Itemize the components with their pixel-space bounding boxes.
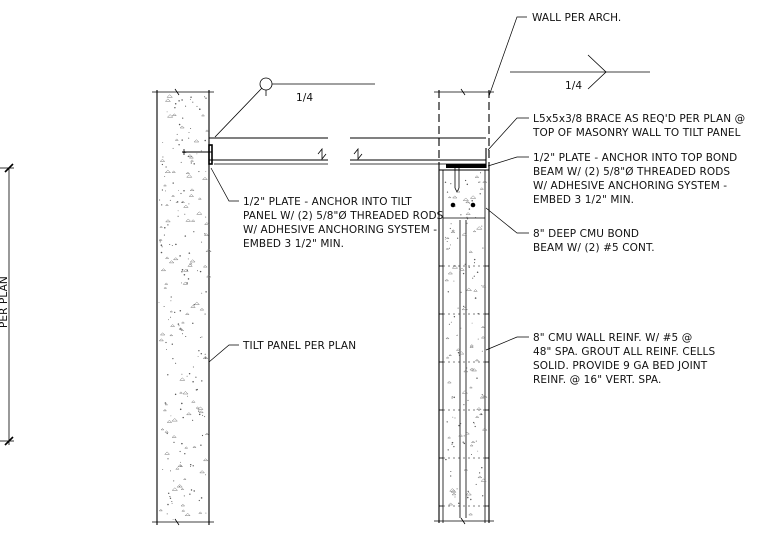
top-plate xyxy=(446,164,486,168)
grout-stipple xyxy=(444,172,488,516)
svg-text:EMBED 3 1/2" MIN.: EMBED 3 1/2" MIN. xyxy=(533,194,634,206)
slope-right-label: 1/4 xyxy=(565,80,582,92)
svg-text:L5x5x3/8 BRACE AS REQ'D PER PL: L5x5x3/8 BRACE AS REQ'D PER PLAN @ xyxy=(533,113,745,125)
tilt-panel xyxy=(152,88,214,526)
height-dimension: PER PLAN xyxy=(0,163,14,446)
note-cmu-wall: 8" CMU WALL REINF. W/ #5 @ 48" SPA. GROU… xyxy=(485,332,715,386)
per-plan-label: PER PLAN xyxy=(0,276,10,328)
note-brace: L5x5x3/8 BRACE AS REQ'D PER PLAN @ TOP O… xyxy=(487,113,745,151)
note-tilt-panel: TILT PANEL PER PLAN xyxy=(208,340,356,363)
svg-text:1/2" PLATE - ANCHOR INTO TILT: 1/2" PLATE - ANCHOR INTO TILT xyxy=(243,196,412,208)
cmu-bed-joints xyxy=(439,265,489,507)
svg-text:EMBED 3 1/2" MIN.: EMBED 3 1/2" MIN. xyxy=(243,238,344,250)
svg-text:8" CMU WALL REINF. W/ #5 @: 8" CMU WALL REINF. W/ #5 @ xyxy=(533,332,692,344)
note-plate-tilt: 1/2" PLATE - ANCHOR INTO TILT PANEL W/ (… xyxy=(210,167,444,250)
svg-text:1/2" PLATE - ANCHOR INTO TOP B: 1/2" PLATE - ANCHOR INTO TOP BOND xyxy=(533,152,737,164)
svg-text:PANEL W/ (2) 5/8"Ø THREADED RO: PANEL W/ (2) 5/8"Ø THREADED RODS xyxy=(243,210,444,222)
bond-beam-bar xyxy=(470,202,476,208)
svg-text:BEAM W/ (2) 5/8"Ø THREADED ROD: BEAM W/ (2) 5/8"Ø THREADED RODS xyxy=(533,166,730,178)
svg-text:W/ ADHESIVE ANCHORING SYSTEM -: W/ ADHESIVE ANCHORING SYSTEM - xyxy=(243,224,437,236)
note-bond-beam: 8" DEEP CMU BOND BEAM W/ (2) #5 CONT. xyxy=(485,207,655,254)
slope-left-label: 1/4 xyxy=(296,92,313,104)
svg-text:W/ ADHESIVE ANCHORING SYSTEM -: W/ ADHESIVE ANCHORING SYSTEM - xyxy=(533,180,727,192)
svg-text:8" DEEP CMU BOND: 8" DEEP CMU BOND xyxy=(533,228,639,240)
slope-symbol-right: 1/4 xyxy=(510,54,650,92)
concrete-stipple xyxy=(158,94,212,520)
cmu-wall xyxy=(434,88,494,525)
svg-text:SOLID. PROVIDE 9 GA BED JOINT: SOLID. PROVIDE 9 GA BED JOINT xyxy=(533,360,708,372)
svg-text:TILT PANEL PER PLAN: TILT PANEL PER PLAN xyxy=(242,340,356,352)
svg-text:TOP OF MASONRY WALL TO TILT PA: TOP OF MASONRY WALL TO TILT PANEL xyxy=(532,127,741,139)
svg-text:48" SPA. GROUT ALL REINF. CELL: 48" SPA. GROUT ALL REINF. CELLS xyxy=(533,346,715,358)
note-wall-per-arch: WALL PER ARCH. xyxy=(488,12,621,97)
svg-text:REINF. @ 16" VERT. SPA.: REINF. @ 16" VERT. SPA. xyxy=(533,374,661,386)
angle-brace xyxy=(182,137,486,165)
svg-text:BEAM W/ (2) #5 CONT.: BEAM W/ (2) #5 CONT. xyxy=(533,242,655,254)
svg-text:WALL PER ARCH.: WALL PER ARCH. xyxy=(532,12,621,24)
note-plate-top-bond: 1/2" PLATE - ANCHOR INTO TOP BOND BEAM W… xyxy=(487,152,737,206)
slope-symbol-left: 1/4 xyxy=(214,77,375,138)
